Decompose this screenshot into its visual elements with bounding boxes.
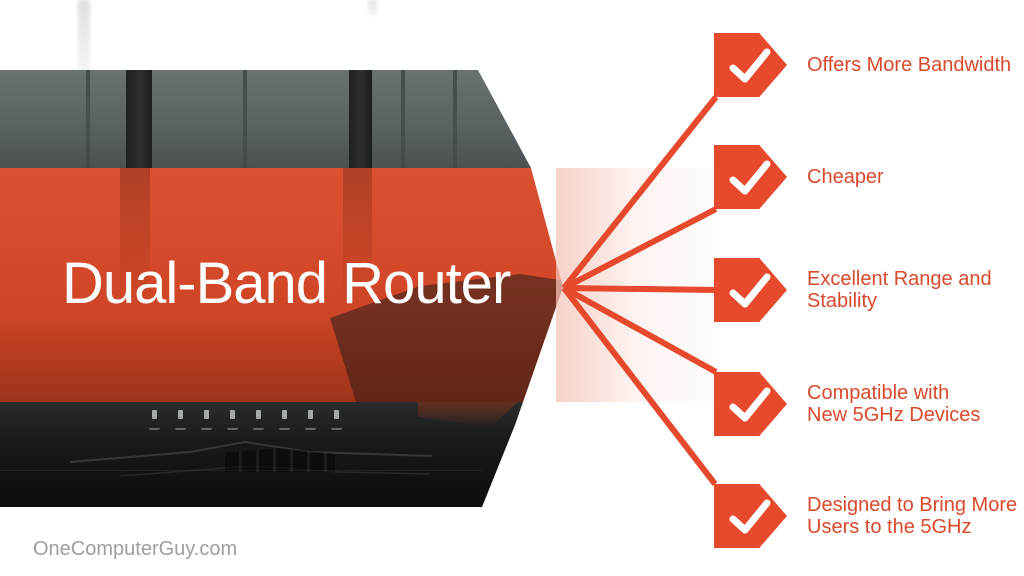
router-antenna	[126, 70, 152, 168]
led-indicator-icon	[305, 410, 316, 430]
benefit-label-line: Compatible with	[807, 382, 950, 404]
benefit-item: Offers More Bandwidth	[714, 33, 1011, 97]
led-indicator-icon	[253, 410, 264, 430]
led-indicator-row	[149, 410, 342, 430]
check-badge	[714, 145, 787, 209]
panel-seam	[243, 70, 247, 168]
band-shading	[0, 168, 563, 402]
benefit-item: Cheaper	[714, 145, 884, 209]
check-badge	[714, 372, 787, 436]
router-top-surface	[0, 70, 563, 168]
check-badge	[714, 484, 787, 548]
router-front-panel	[0, 402, 563, 507]
check-icon	[729, 160, 771, 195]
antenna-ghost	[78, 0, 90, 72]
panel-seam	[86, 70, 90, 168]
vent-grille	[225, 448, 335, 472]
led-indicator-icon	[279, 410, 290, 430]
led-indicator-icon	[149, 410, 160, 430]
led-indicator-icon	[227, 410, 238, 430]
benefit-label: Cheaper	[807, 166, 884, 188]
antenna-shadow	[120, 168, 150, 304]
antenna-shadow	[343, 168, 372, 304]
benefit-label-line: Stability	[807, 290, 878, 312]
benefit-label-line: Excellent Range and	[807, 268, 992, 290]
led-indicator-icon	[201, 410, 212, 430]
router-antenna	[349, 70, 372, 168]
page-title: Dual-Band Router	[62, 251, 511, 316]
check-icon	[729, 273, 771, 308]
benefit-label-line: Users to the 5GHz	[807, 516, 972, 538]
benefit-label-line: New 5GHz Devices	[807, 404, 981, 426]
panel-seam	[401, 70, 405, 168]
check-badge	[714, 258, 787, 322]
panel-seam	[453, 70, 457, 168]
led-indicator-icon	[175, 410, 186, 430]
check-icon	[729, 48, 771, 83]
antenna-ghost	[368, 0, 377, 16]
led-indicator-icon	[331, 410, 342, 430]
check-icon	[729, 387, 771, 422]
title-band	[0, 168, 563, 402]
check-icon	[729, 499, 771, 534]
benefit-label-line: Offers More Bandwidth	[807, 54, 1012, 76]
check-badge	[714, 33, 787, 97]
benefit-label-line: Cheaper	[807, 166, 884, 188]
benefit-label-line: Designed to Bring More	[807, 494, 1018, 516]
site-watermark: OneComputerGuy.com	[33, 538, 238, 560]
benefit-label: Offers More Bandwidth	[807, 54, 1011, 76]
panel-seam	[0, 470, 482, 471]
